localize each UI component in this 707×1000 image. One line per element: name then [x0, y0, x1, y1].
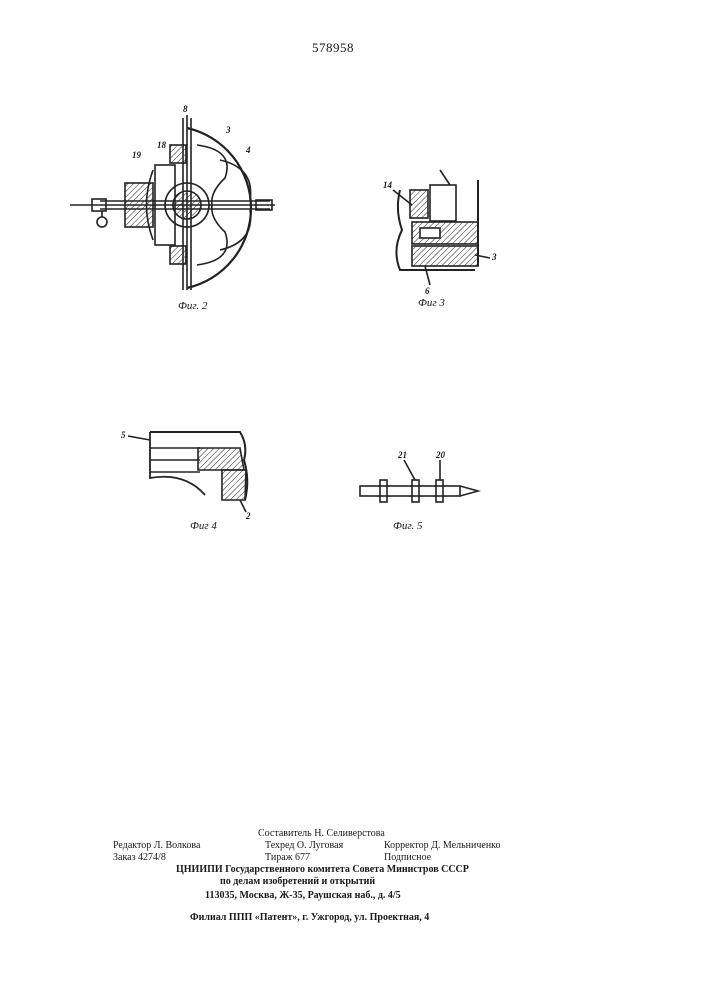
- fig3-ref-6: 6: [425, 286, 430, 296]
- fig2-caption: Фиг. 2: [178, 300, 208, 312]
- circulation-line: Тираж 677: [265, 852, 310, 863]
- fig5-ref-21: 21: [398, 450, 407, 460]
- org-line-1: ЦНИИПИ Государственного комитета Совета …: [176, 864, 469, 875]
- editor-line: Редактор Л. Волкова: [113, 840, 200, 851]
- org-line-2: по делам изобретений и открытий: [220, 876, 375, 887]
- corrector-line: Корректор Д. Мельниченко: [384, 840, 501, 851]
- fig2-ref-8: 8: [183, 104, 188, 114]
- figure-3-drawing: [393, 170, 490, 285]
- compiler-line: Составитель Н. Селиверстова: [258, 828, 385, 839]
- order-line: Заказ 4274/8: [113, 852, 166, 863]
- address-line: 113035, Москва, Ж-35, Раушская наб., д. …: [205, 890, 401, 901]
- fig5-caption: Фиг. 5: [393, 520, 423, 532]
- figure-4-drawing: [128, 432, 247, 512]
- fig2-ref-3: 3: [226, 125, 231, 135]
- fig2-ref-4: 4: [246, 145, 251, 155]
- fig4-ref-2: 2: [246, 511, 251, 521]
- fig4-caption: Фиг 4: [190, 520, 217, 532]
- fig3-ref-14: 14: [383, 180, 392, 190]
- subscription-line: Подписное: [384, 852, 431, 863]
- branch-line: Филиал ППП «Патент», г. Ужгород, ул. Про…: [190, 912, 429, 923]
- fig3-caption: Фиг 3: [418, 297, 445, 309]
- techred-line: Техред О. Луговая: [265, 840, 343, 851]
- figure-2-drawing: [70, 115, 275, 290]
- figure-5-drawing: [360, 460, 478, 502]
- fig2-ref-18: 18: [157, 140, 166, 150]
- fig2-ref-19: 19: [132, 150, 141, 160]
- fig5-ref-20: 20: [436, 450, 445, 460]
- fig3-ref-3: 3: [492, 252, 497, 262]
- fig4-ref-5: 5: [121, 430, 126, 440]
